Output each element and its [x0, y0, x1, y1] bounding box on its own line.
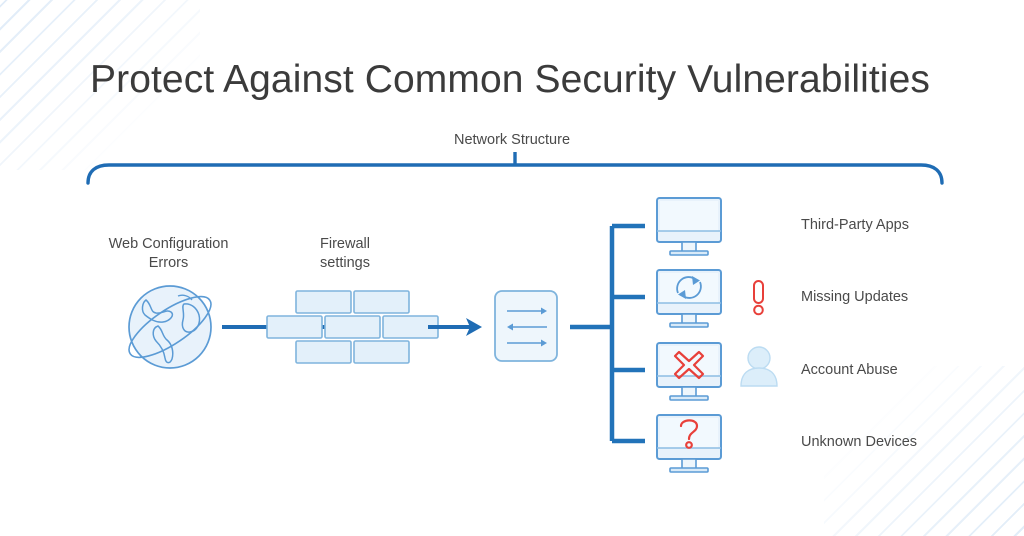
brick-wall-icon — [266, 290, 439, 364]
monitor-third-party-apps — [656, 197, 722, 256]
page-title: Protect Against Common Security Vulnerab… — [90, 58, 930, 101]
person-silhouette-icon — [740, 346, 778, 387]
source-label: Web Configuration Errors — [108, 236, 229, 271]
endpoint-tree-connector — [570, 223, 645, 444]
globe-icon — [128, 285, 212, 369]
red-cross-icon — [673, 350, 705, 380]
endpoint-label-third-party-apps: Third-Party Apps — [801, 217, 909, 233]
endpoint-label-unknown-devices: Unknown Devices — [801, 434, 918, 450]
exclamation-mark-icon — [753, 280, 764, 316]
router-arrows-icon — [494, 290, 558, 362]
monitor-unknown-devices — [656, 414, 722, 473]
monitor-missing-updates — [656, 269, 722, 328]
endpoint-label-missing-updates: Missing Updates — [801, 289, 909, 305]
endpoint-label-account-abuse: Account Abuse — [801, 362, 898, 378]
monitor-account-abuse — [656, 342, 722, 401]
bracket-label: Network Structure — [453, 132, 571, 148]
firewall-label: Firewall settings — [320, 236, 370, 271]
arrow-firewall-to-router — [428, 318, 482, 336]
question-mark-icon — [679, 419, 699, 449]
network-structure-brace — [86, 152, 944, 185]
